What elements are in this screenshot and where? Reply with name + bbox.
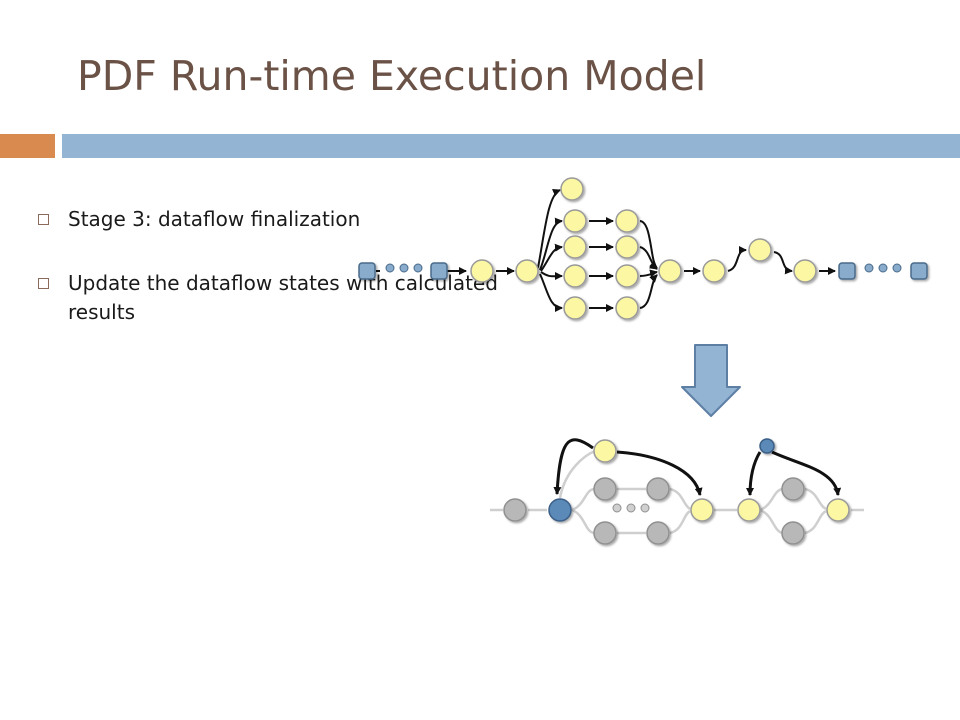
grey-node bbox=[593, 477, 617, 501]
yellow-node bbox=[470, 259, 494, 283]
grey-node bbox=[781, 477, 805, 501]
yellow-node bbox=[563, 264, 587, 288]
edge bbox=[727, 246, 747, 272]
square-node bbox=[838, 262, 856, 280]
ellipsis-dot bbox=[892, 263, 902, 273]
edge bbox=[639, 274, 658, 309]
ellipsis-dot bbox=[385, 263, 395, 273]
edge bbox=[771, 450, 842, 496]
grey-node bbox=[781, 521, 805, 545]
ellipsis-dot bbox=[878, 263, 888, 273]
yellow-node bbox=[615, 264, 639, 288]
yellow-node bbox=[737, 498, 761, 522]
edge bbox=[804, 509, 827, 535]
yellow-node bbox=[826, 498, 850, 522]
edge bbox=[540, 243, 563, 272]
edge bbox=[759, 508, 783, 535]
ellipsis-dot bbox=[864, 263, 874, 273]
yellow-node bbox=[615, 296, 639, 320]
grey-node bbox=[503, 498, 527, 522]
yellow-node bbox=[615, 209, 639, 233]
edge bbox=[553, 438, 594, 495]
bullet-item: Update the dataflow states with calculat… bbox=[38, 269, 498, 327]
grey-node bbox=[593, 521, 617, 545]
yellow-node bbox=[593, 439, 617, 463]
edge bbox=[571, 508, 595, 535]
edge bbox=[759, 487, 783, 512]
bullet-text: Stage 3: dataflow finalization bbox=[68, 207, 361, 231]
yellow-node bbox=[563, 296, 587, 320]
edge bbox=[746, 451, 762, 496]
yellow-node bbox=[615, 235, 639, 259]
edge bbox=[540, 271, 563, 281]
blue-node bbox=[759, 438, 775, 454]
bullet-item: Stage 3: dataflow finalization bbox=[38, 205, 498, 234]
header-accent-orange bbox=[0, 134, 55, 158]
edge bbox=[539, 217, 563, 271]
slide-title: PDF Run-time Execution Model bbox=[77, 52, 707, 100]
grey-node bbox=[646, 477, 670, 501]
edge bbox=[539, 273, 563, 312]
yellow-node bbox=[690, 498, 714, 522]
edge bbox=[639, 246, 658, 270]
edge bbox=[669, 487, 691, 511]
ellipsis-dot bbox=[399, 263, 409, 273]
bullet-text: Update the dataflow states with calculat… bbox=[68, 271, 498, 324]
checkbox-bullet-icon bbox=[38, 214, 49, 225]
square-node bbox=[430, 262, 448, 280]
ellipsis-dot bbox=[612, 503, 622, 513]
edge bbox=[571, 487, 595, 512]
edge bbox=[558, 449, 596, 499]
edge bbox=[773, 251, 793, 275]
square-node bbox=[910, 262, 928, 280]
ellipsis-dot bbox=[626, 503, 636, 513]
bullet-list: Stage 3: dataflow finalization Update th… bbox=[38, 205, 498, 362]
bottom-dataflow-graph bbox=[490, 438, 864, 545]
header-accent-blue bbox=[62, 134, 960, 158]
yellow-node bbox=[563, 209, 587, 233]
edge bbox=[639, 269, 658, 278]
yellow-node bbox=[658, 259, 682, 283]
square-node bbox=[358, 262, 376, 280]
ellipsis-dot bbox=[413, 263, 423, 273]
down-arrow-icon bbox=[681, 344, 741, 417]
edge bbox=[669, 509, 691, 535]
blue-node bbox=[548, 498, 572, 522]
yellow-node bbox=[560, 177, 584, 201]
edge bbox=[537, 189, 561, 269]
edge bbox=[616, 450, 703, 496]
ellipsis-dot bbox=[640, 503, 650, 513]
yellow-node bbox=[702, 259, 726, 283]
yellow-node bbox=[515, 259, 539, 283]
yellow-node bbox=[563, 235, 587, 259]
checkbox-bullet-icon bbox=[38, 278, 49, 289]
edge bbox=[804, 487, 827, 511]
top-dataflow-graph bbox=[358, 177, 928, 320]
yellow-node bbox=[748, 238, 772, 262]
yellow-node bbox=[793, 259, 817, 283]
edge bbox=[639, 220, 658, 269]
grey-node bbox=[646, 521, 670, 545]
